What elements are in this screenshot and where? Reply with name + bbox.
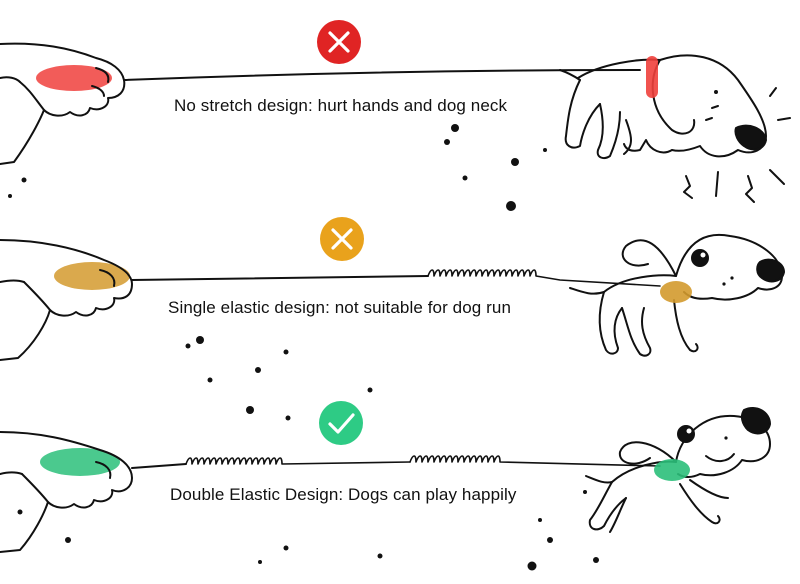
panel-1-no-stretch	[0, 20, 791, 203]
panel-1-caption: No stretch design: hurt hands and dog ne…	[174, 96, 508, 115]
panel-2-status-badge	[320, 217, 364, 261]
panel-1-leash	[123, 69, 641, 81]
panel-3-hand	[0, 431, 133, 553]
panel-1-status-badge	[317, 20, 361, 64]
panel-3-spring-1	[185, 457, 411, 465]
panel-2-leash	[131, 275, 429, 281]
panel-3-spring-2	[409, 455, 661, 467]
panel-2-caption: Single elastic design: not suitable for …	[168, 298, 512, 317]
panel-3-double-elastic	[0, 401, 771, 553]
panel-2-hand	[0, 239, 133, 361]
panel-3-caption: Double Elastic Design: Dogs can play hap…	[170, 485, 517, 504]
panel-2-spring	[427, 269, 661, 287]
panel-3-dog	[585, 406, 771, 533]
panel-3-status-badge	[319, 401, 363, 445]
panel-1-dog	[559, 54, 791, 203]
scatter-dots	[8, 124, 599, 571]
panel-2-single-elastic	[0, 217, 785, 361]
panel-1-hand	[0, 42, 126, 165]
panel-2-dog	[569, 233, 785, 357]
panel-3-leash	[131, 463, 187, 469]
